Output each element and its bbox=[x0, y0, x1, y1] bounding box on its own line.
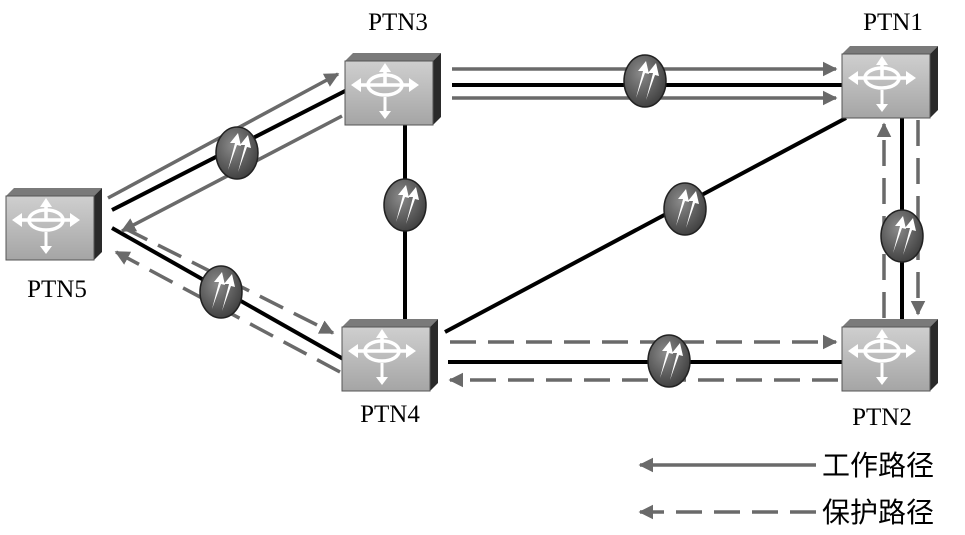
tunnel-icon-ptn4-ptn2 bbox=[647, 334, 691, 388]
tunnel-icon-ptn3-ptn1 bbox=[623, 54, 667, 108]
tunnel-icon-ptn1-ptn2 bbox=[880, 209, 924, 263]
link-ptn4-ptn1 bbox=[444, 116, 847, 334]
node-label-ptn4: PTN4 bbox=[360, 401, 420, 428]
tunnel-icon-ptn5-ptn4 bbox=[199, 265, 243, 319]
legend-protection-label: 保护路径 bbox=[822, 496, 934, 529]
node-labels: PTN3 PTN1 PTN5 PTN4 PTN2 bbox=[27, 9, 923, 431]
node-label-ptn3: PTN3 bbox=[368, 9, 428, 36]
tunnel-icon-ptn3-ptn4 bbox=[383, 178, 427, 232]
device-ptn5 bbox=[4, 186, 104, 262]
device-ptn3 bbox=[343, 51, 443, 127]
tunnel-icon-ptn4-ptn1 bbox=[663, 182, 707, 236]
legend: 工作路径 保护路径 bbox=[638, 449, 934, 529]
node-label-ptn1: PTN1 bbox=[863, 9, 923, 36]
node-label-ptn5: PTN5 bbox=[27, 276, 87, 303]
node-label-ptn2: PTN2 bbox=[852, 404, 912, 431]
device-ptn1 bbox=[840, 44, 940, 120]
physical-links bbox=[111, 83, 904, 364]
legend-working-label: 工作路径 bbox=[822, 449, 934, 482]
device-ptn4 bbox=[340, 317, 440, 393]
device-ptn2 bbox=[840, 317, 940, 393]
tunnel-icon-ptn5-ptn3 bbox=[215, 126, 259, 180]
